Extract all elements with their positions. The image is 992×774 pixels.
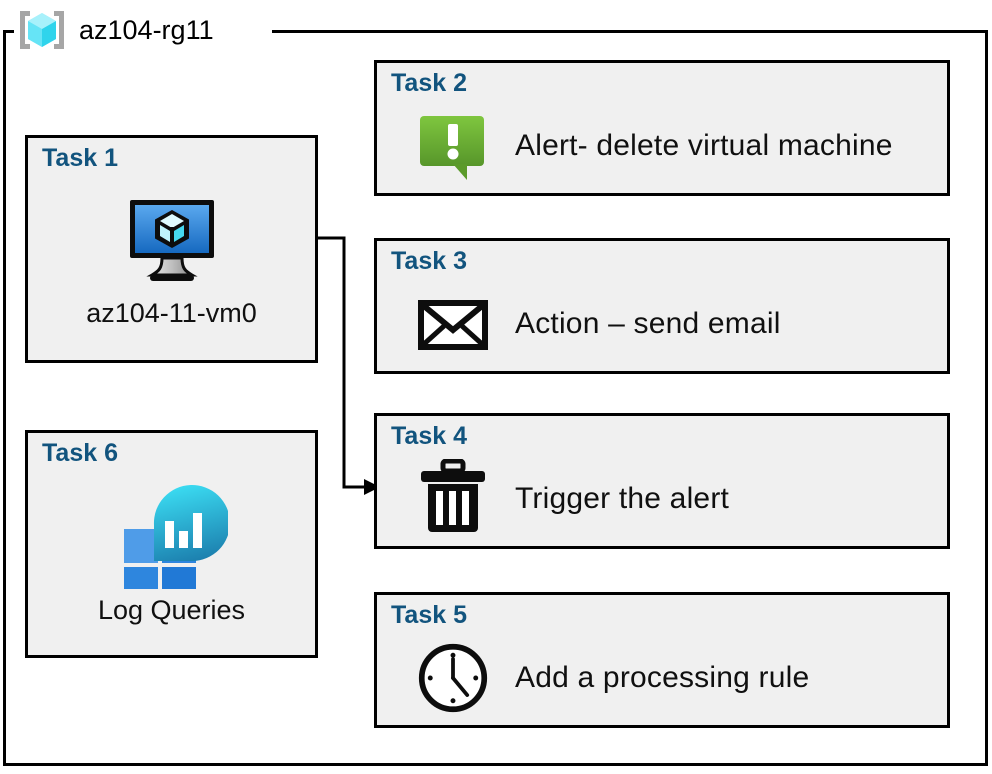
trash-can-icon: [417, 459, 489, 535]
resource-group-header: az104-rg11: [14, 6, 214, 54]
card-task-4-label: Trigger the alert: [515, 482, 730, 515]
card-task-5-title: Task 5: [391, 601, 467, 629]
card-task-4[interactable]: Task 4 Trigger the alert: [374, 413, 950, 549]
card-task-5-content: Add a processing rule: [417, 635, 939, 721]
card-task-2-content: Alert- delete virtual machine: [417, 103, 939, 189]
clock-icon: [417, 642, 489, 714]
card-task-2[interactable]: Task 2 Alert- delete virtual machin: [374, 60, 950, 196]
virtual-machine-icon-wrap: [28, 195, 315, 292]
card-task-6-title: Task 6: [42, 439, 118, 467]
card-task-6[interactable]: Task 6: [25, 430, 318, 658]
card-task-6-caption: Log Queries: [97, 595, 246, 625]
card-task-1-caption: az104-11-vm0: [86, 298, 257, 328]
card-task-3[interactable]: Task 3 Action – send email: [374, 238, 950, 374]
card-task-5-label: Add a processing rule: [515, 661, 810, 694]
card-task-3-content: Action – send email: [417, 281, 939, 367]
card-task-2-title: Task 2: [391, 69, 467, 97]
log-analytics-icon: [116, 485, 230, 601]
envelope-icon: [417, 288, 489, 360]
resource-group-title-gap: [14, 22, 272, 39]
card-task-2-label: Alert- delete virtual machine: [515, 129, 893, 162]
card-task-3-label: Action – send email: [515, 307, 781, 340]
resource-group-frame: [3, 30, 988, 766]
card-task-1-title: Task 1: [42, 144, 118, 172]
resource-group-name: az104-rg11: [79, 14, 214, 45]
card-task-4-content: Trigger the alert: [417, 456, 939, 542]
card-task-5[interactable]: Task 5 Add a processing rule: [374, 592, 950, 728]
resource-group-cube-icon: [14, 6, 70, 54]
card-task-1[interactable]: Task 1: [25, 135, 318, 363]
alert-bubble-icon: [417, 110, 489, 182]
card-task-3-title: Task 3: [391, 247, 467, 275]
log-analytics-icon-wrap: [28, 485, 315, 601]
virtual-machine-icon: [124, 195, 220, 292]
card-task-4-title: Task 4: [391, 422, 467, 450]
